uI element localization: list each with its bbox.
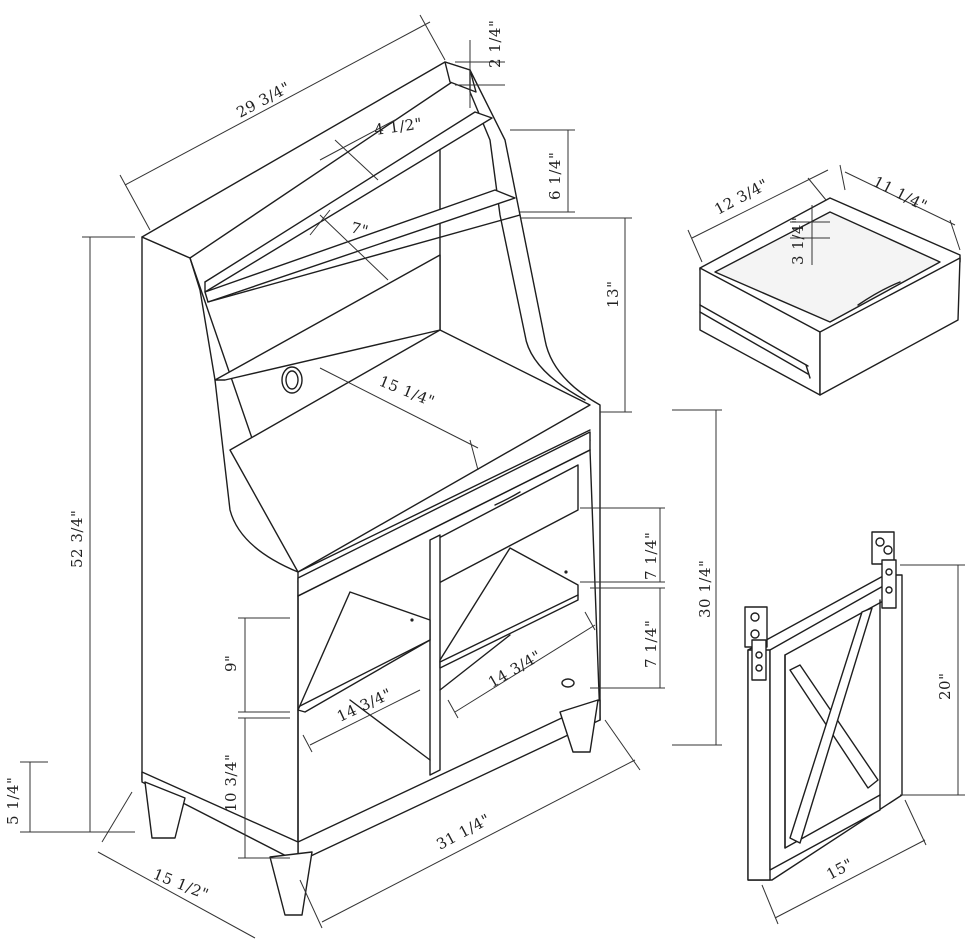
dim-drawer-height: 3 1/4" — [789, 217, 807, 265]
dimension-labels: 29 3/4" 2 1/4" 4 1/2" 6 1/4" 7" 13" 15 1… — [4, 20, 954, 904]
dim-door-height: 20" — [936, 673, 954, 701]
dim-total-height: 52 3/4" — [68, 510, 86, 568]
drawer-illustration — [699, 197, 961, 396]
dim-leg-height: 5 1/4" — [4, 777, 22, 825]
dim-door-width: 15" — [823, 855, 856, 884]
dimension-lines — [20, 14, 965, 939]
dim-upper-height: 13" — [604, 281, 622, 309]
dim-bottom-opening: 10 3/4" — [222, 754, 240, 812]
dim-left-shelf-gap: 9" — [222, 655, 240, 672]
dim-drawer-opening: 7 1/4" — [642, 532, 660, 580]
dim-drawer-width: 12 3/4" — [711, 175, 771, 218]
dim-right-shelf-gap: 7 1/4" — [642, 620, 660, 668]
dim-middle-shelf-depth: 7" — [349, 218, 371, 240]
dim-drawer-depth: 11 1/4" — [870, 173, 930, 216]
dim-lower-height: 30 1/4" — [696, 560, 714, 618]
door-illustration — [744, 531, 903, 881]
dim-right-shelf-depth: 14 3/4" — [485, 647, 545, 692]
dim-upper-shelf-gap: 6 1/4" — [546, 152, 564, 200]
dim-top-board: 2 1/4" — [486, 20, 504, 68]
dim-base-width: 31 1/4" — [433, 810, 493, 853]
cabinet-illustration — [141, 61, 601, 916]
